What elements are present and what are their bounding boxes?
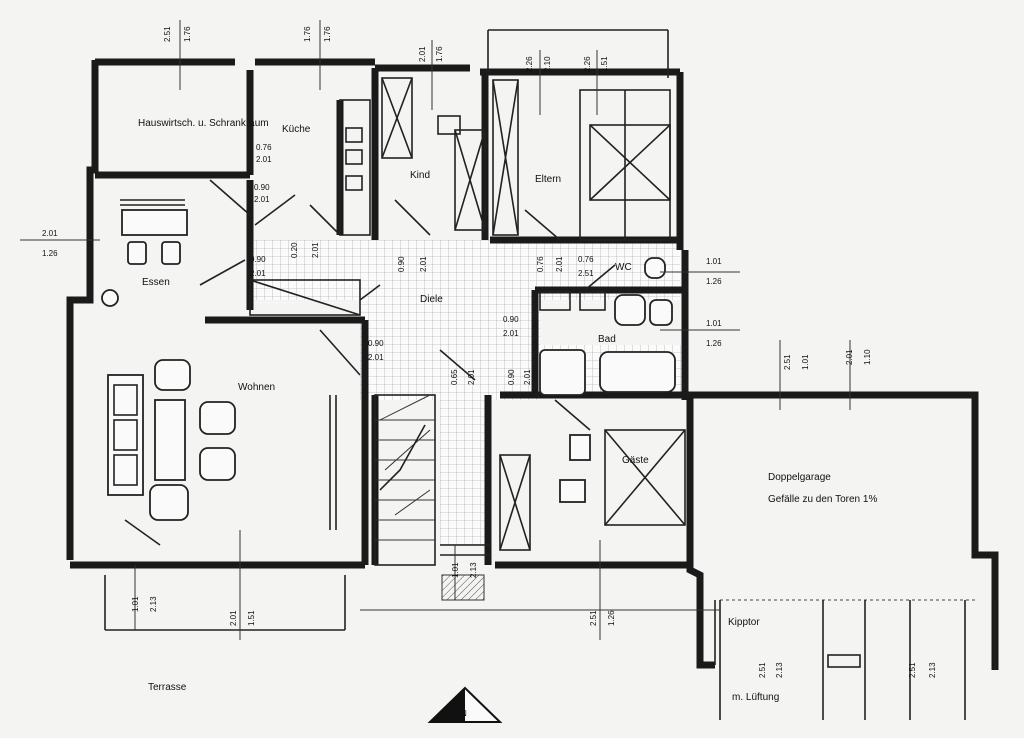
dim-c4: 0.76 bbox=[536, 256, 545, 272]
dim-t1b: 2.13 bbox=[149, 596, 158, 612]
label-diele: Diele bbox=[420, 294, 443, 305]
dim-g2b: 1.10 bbox=[863, 349, 872, 365]
label-kueche: Küche bbox=[282, 124, 311, 135]
dim-b1: 0.90 bbox=[503, 315, 519, 324]
label-kipptor: Kipptor bbox=[728, 617, 760, 628]
dim-k2: 0.90 bbox=[254, 183, 270, 192]
label-gaste: Gäste bbox=[622, 455, 649, 466]
dim-d5: 2.26 bbox=[583, 56, 592, 72]
dimension-labels-vertical: 2.51 1.76 1.76 1.76 2.01 1.76 2.26 2.10 … bbox=[131, 26, 937, 678]
label-terrasse: Terrasse bbox=[148, 682, 187, 693]
walls bbox=[66, 58, 999, 670]
staircase bbox=[374, 394, 490, 601]
dim-g2: 2.01 bbox=[845, 349, 854, 365]
dimension-labels: 0.76 2.01 0.90 2.01 2.01 1.26 0.90 2.01 … bbox=[42, 143, 722, 362]
dim-d5b: 1.51 bbox=[600, 56, 609, 72]
label-wohnen: Wohnen bbox=[238, 382, 275, 393]
dim-k4: 2.51 bbox=[908, 662, 917, 678]
dim-wc1b: 2.51 bbox=[578, 269, 594, 278]
dim-b1b: 2.01 bbox=[503, 329, 519, 338]
dim-c4b: 2.01 bbox=[555, 256, 564, 272]
dim-c2: 0.90 bbox=[250, 255, 266, 264]
dim-w1b: 1.26 bbox=[42, 249, 58, 258]
label-hauswirtschaft: Hauswirtsch. u. Schrankraum bbox=[138, 118, 269, 129]
label-wc: WC bbox=[615, 262, 632, 273]
windows bbox=[104, 29, 669, 631]
dim-w1: 2.01 bbox=[42, 229, 58, 238]
living-furniture bbox=[107, 359, 236, 521]
dim-r2b: 1.26 bbox=[706, 339, 722, 348]
dim-t2b: 1.51 bbox=[247, 610, 256, 626]
dim-t4b: 1.26 bbox=[607, 610, 616, 626]
label-doppelgarage: Doppelgarage bbox=[768, 472, 831, 483]
dim-s2b: 2.01 bbox=[467, 369, 476, 385]
north-arrow-icon: N bbox=[427, 686, 503, 723]
dim-c2b: 2.01 bbox=[250, 269, 266, 278]
dim-b2: 0.90 bbox=[368, 339, 384, 348]
label-kind: Kind bbox=[410, 170, 430, 181]
dim-s3: 0.90 bbox=[507, 369, 516, 385]
dim-t2: 2.01 bbox=[229, 610, 238, 626]
kitchen-fixtures bbox=[339, 99, 461, 236]
door-swings bbox=[124, 179, 616, 546]
dim-b2b: 2.01 bbox=[368, 353, 384, 362]
label-eltern: Eltern bbox=[535, 174, 561, 185]
dim-d4: 2.26 bbox=[525, 56, 534, 72]
dim-k2b: 2.01 bbox=[254, 195, 270, 204]
dim-k4b: 2.13 bbox=[928, 662, 937, 678]
dim-d3b: 1.76 bbox=[435, 46, 444, 62]
dim-d4b: 2.10 bbox=[543, 56, 552, 72]
dim-d1b: 1.76 bbox=[183, 26, 192, 42]
wardrobes bbox=[249, 77, 686, 551]
dimension-lines bbox=[20, 20, 851, 640]
double-bed bbox=[579, 89, 671, 241]
room-labels: Hauswirtsch. u. Schrankraum Küche Kind E… bbox=[138, 118, 877, 703]
dim-d2: 1.76 bbox=[303, 26, 312, 42]
bathroom-fixtures bbox=[539, 257, 676, 396]
dining-set bbox=[101, 209, 188, 307]
dim-c1: 0.20 bbox=[290, 242, 299, 258]
dim-t3b: 2.13 bbox=[469, 562, 478, 578]
dim-s2: 0.65 bbox=[450, 369, 459, 385]
dim-c3: 0.90 bbox=[397, 256, 406, 272]
dim-g1b: 1.01 bbox=[801, 354, 810, 370]
label-gefaelle: Gefälle zu den Toren 1% bbox=[768, 494, 877, 505]
dim-k1b: 2.01 bbox=[256, 155, 272, 164]
dim-r1: 1.01 bbox=[706, 257, 722, 266]
dim-t3: 1.01 bbox=[451, 562, 460, 578]
label-lueftung: m. Lüftung bbox=[732, 692, 779, 703]
dim-k1: 0.76 bbox=[256, 143, 272, 152]
dim-wc1: 0.76 bbox=[578, 255, 594, 264]
dim-t4: 2.51 bbox=[589, 610, 598, 626]
dim-s3b: 2.01 bbox=[523, 369, 532, 385]
dim-d1: 2.51 bbox=[163, 26, 172, 42]
dim-d2b: 1.76 bbox=[323, 26, 332, 42]
dim-k3b: 2.13 bbox=[775, 662, 784, 678]
guest-furniture bbox=[559, 434, 591, 503]
dim-c1b: 2.01 bbox=[311, 242, 320, 258]
dim-r2: 1.01 bbox=[706, 319, 722, 328]
dim-r1b: 1.26 bbox=[706, 277, 722, 286]
dim-t1: 1.01 bbox=[131, 596, 140, 612]
north-arrow-label: N bbox=[461, 709, 467, 718]
dim-d3: 2.01 bbox=[418, 46, 427, 62]
dim-c3b: 2.01 bbox=[419, 256, 428, 272]
label-essen: Essen bbox=[142, 277, 170, 288]
label-bad: Bad bbox=[598, 334, 616, 345]
dim-g1: 2.51 bbox=[783, 354, 792, 370]
garage-floor bbox=[714, 599, 996, 720]
dim-k3: 2.51 bbox=[758, 662, 767, 678]
